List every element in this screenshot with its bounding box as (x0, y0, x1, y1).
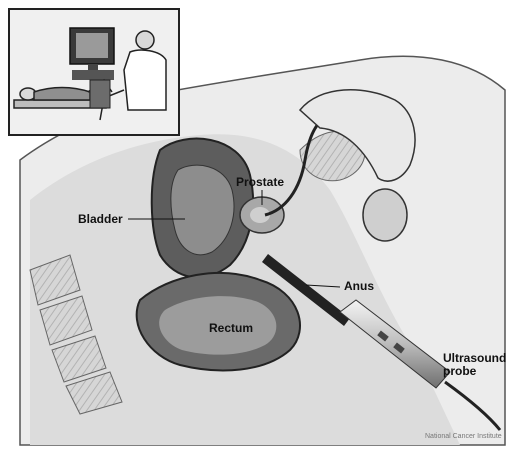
testis (363, 189, 407, 241)
rectum-label: Rectum (209, 322, 253, 335)
image-credit: National Cancer Institute (425, 433, 502, 440)
prostate-label: Prostate (236, 176, 284, 189)
ultrasound-probe-label-line2: probe (443, 365, 476, 378)
monitor-icon (70, 28, 114, 80)
bladder-label: Bladder (78, 213, 123, 226)
patient-scene-inset (9, 9, 179, 135)
bladder (152, 139, 253, 278)
anus-label: Anus (344, 280, 374, 293)
